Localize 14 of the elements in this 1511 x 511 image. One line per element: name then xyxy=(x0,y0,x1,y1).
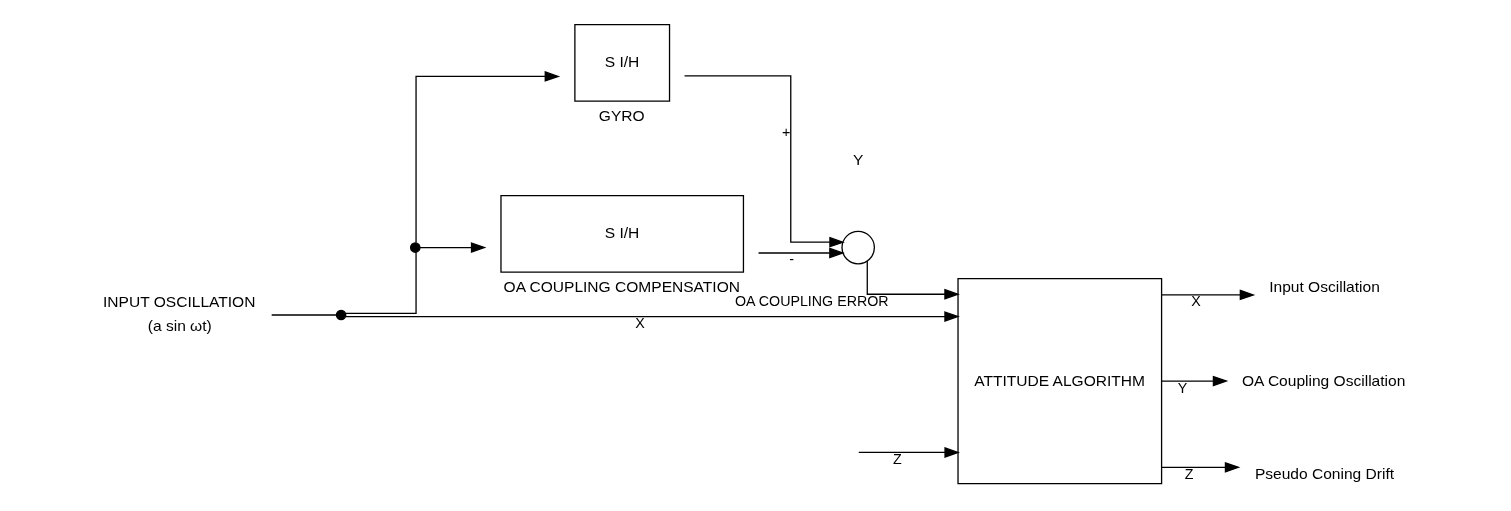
label: Y xyxy=(853,150,864,168)
node-text: INPUT OSCILLATION (a sin ωt) xyxy=(103,292,256,334)
edge-label: X xyxy=(1191,292,1201,309)
edge-label: X xyxy=(635,314,645,331)
node-text: Pseudo Coning Drift xyxy=(1254,464,1395,482)
node-text: OA Coupling Oscillation xyxy=(1241,371,1406,389)
edge-label: + xyxy=(782,123,791,140)
edge-label: OA COUPLING ERROR xyxy=(735,292,889,309)
edge-label: Y xyxy=(1177,379,1188,396)
edge-label: Z xyxy=(893,450,902,467)
node-label: OA COUPLING COMPENSATION xyxy=(503,277,740,295)
edge-label: - xyxy=(789,250,794,267)
node-text: Input Oscillation xyxy=(1269,277,1380,295)
node-label: GYRO xyxy=(598,106,645,124)
